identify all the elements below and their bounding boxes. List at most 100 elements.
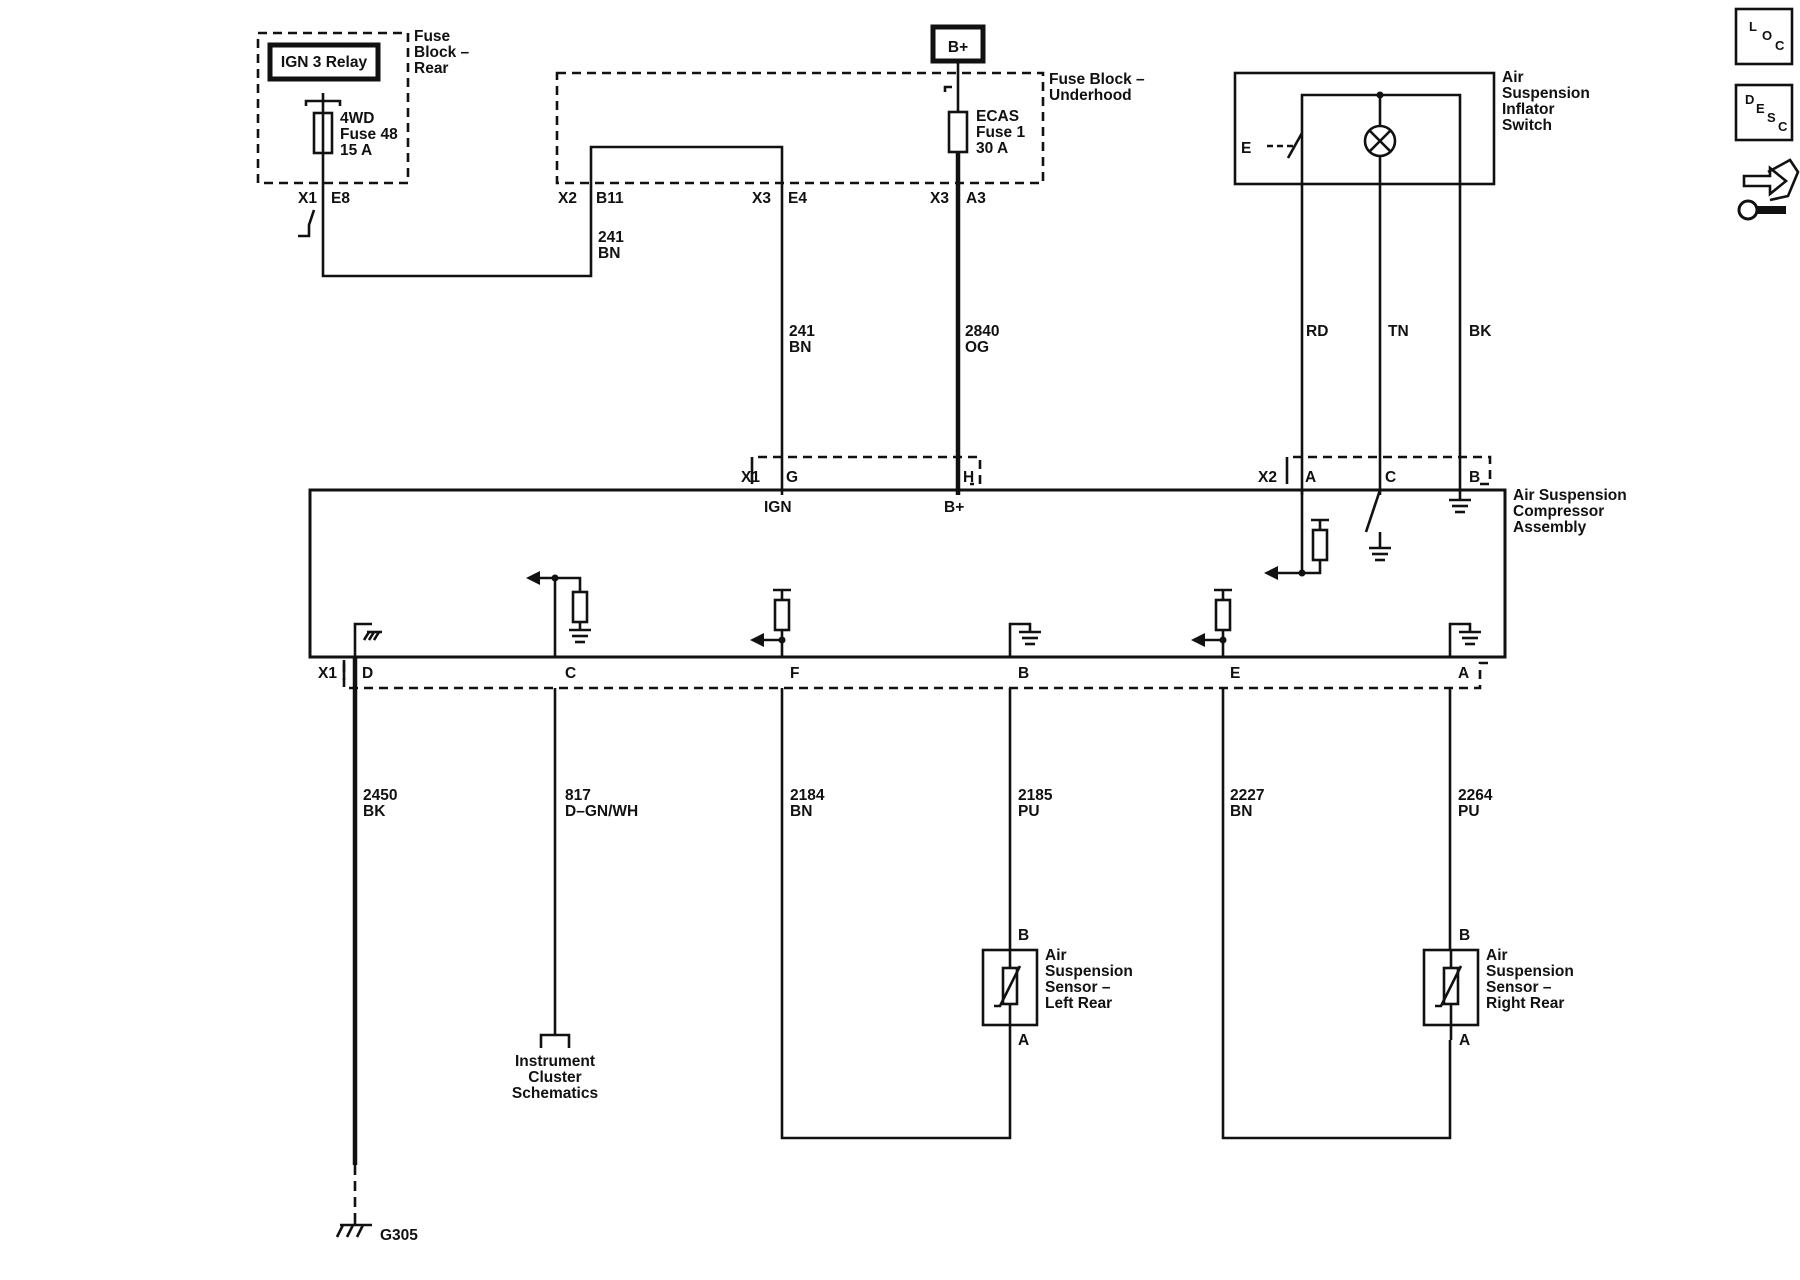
connector-views-icon[interactable] — [1737, 158, 1800, 221]
wire-241 — [321, 145, 784, 495]
wire-2450-color: BK — [363, 803, 386, 820]
conn-x2-top: X2 — [1258, 469, 1277, 486]
svg-text:C: C — [1778, 119, 1788, 134]
svg-text:O: O — [1762, 28, 1772, 43]
conn-x1-rear: X1 — [298, 190, 317, 207]
sensor-right-label-2: Suspension — [1486, 963, 1574, 980]
conn-b-bottom: B — [1018, 665, 1029, 682]
conn-b11: B11 — [596, 190, 624, 207]
variable-resistor-icon — [1435, 965, 1463, 1008]
pullup-resistor-e-icon — [1191, 588, 1232, 657]
conn-c-bottom: C — [565, 665, 576, 682]
connector-tail-icon — [298, 209, 316, 238]
fuse-block-underhood — [555, 71, 1045, 185]
sensor-right-label-1: Air — [1486, 947, 1508, 964]
ecas-label-1: ECAS — [976, 108, 1019, 125]
conn-x2-underhood: X2 — [558, 190, 577, 207]
inflator-switch-label-1: Air — [1502, 69, 1524, 86]
sensor-left-rear — [981, 948, 1039, 1040]
wire-rd-label: RD — [1306, 323, 1328, 340]
inflator-switch-label-2: Suspension — [1502, 85, 1590, 102]
b-plus-label: B+ — [948, 39, 968, 56]
compressor-label-2: Compressor — [1513, 503, 1604, 520]
fuse-ecas-icon — [947, 110, 969, 154]
fuse-4wd-label-1: 4WD — [340, 110, 374, 127]
conn-g: G — [786, 469, 798, 486]
instrument-cluster-connector-icon — [539, 1033, 571, 1048]
conn-x1-top: X1 — [741, 469, 760, 486]
ground-b-bottom-icon — [1008, 622, 1041, 657]
pulldown-resistor-c-icon — [526, 571, 591, 657]
sensor-left-label-4: Left Rear — [1045, 995, 1112, 1012]
wire-2184-color: BN — [790, 803, 812, 820]
svg-text:S: S — [1767, 110, 1776, 125]
wire-2184 — [780, 688, 1012, 1140]
sensor-left-label-1: Air — [1045, 947, 1067, 964]
compressor-assembly-box — [308, 488, 1507, 659]
conn-d: D — [362, 665, 373, 682]
wire-2450-num: 2450 — [363, 787, 397, 804]
inflator-switch-label-3: Inflator — [1502, 101, 1555, 118]
ecas-label-2: Fuse 1 — [976, 124, 1025, 141]
sensor-right-b: B — [1459, 927, 1470, 944]
description-icon[interactable]: D E S C — [1734, 83, 1794, 142]
wire-bk-label: BK — [1469, 323, 1492, 340]
sensor-left-a: A — [1018, 1032, 1029, 1049]
chassis-ground-d-icon — [353, 622, 382, 657]
fuse-block-rear: IGN 3 Relay Fuse Block – Rear 4WD Fuse 4… — [256, 28, 470, 185]
instrument-cluster-label-3: Schematics — [512, 1085, 598, 1102]
wire-2840-color: OG — [965, 339, 989, 356]
sensor-right-a: A — [1459, 1032, 1470, 1049]
compressor-label-3: Assembly — [1513, 519, 1587, 536]
conn-e4: E4 — [788, 190, 807, 207]
ground-g305-icon — [335, 1215, 372, 1238]
fuse-block-rear-label-3: Rear — [414, 60, 448, 77]
wire-2227-color: BN — [1230, 803, 1252, 820]
switch-e-label: E — [1241, 140, 1251, 157]
sensor-left-label-3: Sensor – — [1045, 979, 1111, 996]
wire-2227-num: 2227 — [1230, 787, 1264, 804]
wire-241-top-color: BN — [598, 245, 620, 262]
ecas-label-3: 30 A — [976, 140, 1008, 157]
fuse-4wd-label-2: Fuse 48 — [340, 126, 398, 143]
instrument-cluster-label-1: Instrument — [515, 1053, 595, 1070]
b-plus-terminal: B+ — [944, 499, 964, 516]
wire-2185-num: 2185 — [1018, 787, 1053, 804]
sensor-right-label-3: Sensor – — [1486, 979, 1552, 996]
conn-e-bottom: E — [1230, 665, 1240, 682]
conn-a-bottom: A — [1458, 665, 1469, 682]
wire-817-num: 817 — [565, 787, 591, 804]
location-icon[interactable]: L O C — [1734, 7, 1794, 66]
inflator-switch-box — [1233, 71, 1496, 186]
conn-a3: A3 — [966, 190, 986, 207]
ground-switch-c-icon — [1364, 489, 1391, 562]
fuse-block-rear-label-1: Fuse — [414, 28, 451, 45]
sensor-left-b: B — [1018, 927, 1029, 944]
wire-tn-label: TN — [1388, 323, 1409, 340]
wire-241-top-num: 241 — [598, 229, 624, 246]
svg-text:E: E — [1756, 101, 1765, 116]
inflator-switch-label-4: Switch — [1502, 117, 1552, 134]
fuse-block-underhood-label-2: Underhood — [1049, 87, 1132, 104]
ign3-relay-label: IGN 3 Relay — [281, 54, 368, 71]
svg-text:C: C — [1775, 38, 1785, 53]
conn-b-top: B — [1469, 469, 1480, 486]
variable-resistor-icon — [994, 965, 1022, 1008]
wire-2840-num: 2840 — [965, 323, 999, 340]
wire-817-color: D–GN/WH — [565, 803, 638, 820]
wire-2264-num: 2264 — [1458, 787, 1493, 804]
ign-terminal: IGN — [764, 499, 792, 516]
switch-contact-icon — [1286, 132, 1304, 159]
svg-text:L: L — [1749, 19, 1757, 34]
ground-a-bottom-icon — [1448, 622, 1481, 657]
wire-2227 — [1221, 688, 1452, 1140]
conn-x3-a3: X3 — [930, 190, 949, 207]
wire-2264-color: PU — [1458, 803, 1480, 820]
ground-b-icon — [1449, 490, 1471, 514]
b-plus-source: B+ — [930, 24, 986, 64]
wire-241-mid-color: BN — [789, 339, 811, 356]
conn-c-top: C — [1385, 469, 1396, 486]
sensor-right-rear — [1422, 948, 1480, 1040]
compressor-label-1: Air Suspension — [1513, 487, 1627, 504]
